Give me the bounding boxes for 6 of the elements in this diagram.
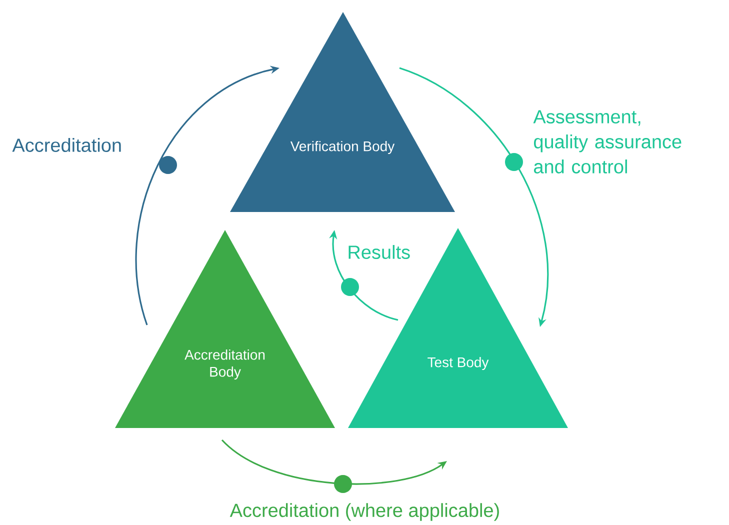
triangle: Accreditation Body: [115, 230, 335, 428]
edge-label: Results: [348, 245, 410, 259]
triangle: Verification Body: [230, 12, 455, 212]
edge-label: Accreditation (where applicable): [230, 503, 499, 521]
edge-label: Accreditation: [12, 138, 121, 152]
edge-label: Assessment, quality assurance and control: [533, 110, 682, 174]
